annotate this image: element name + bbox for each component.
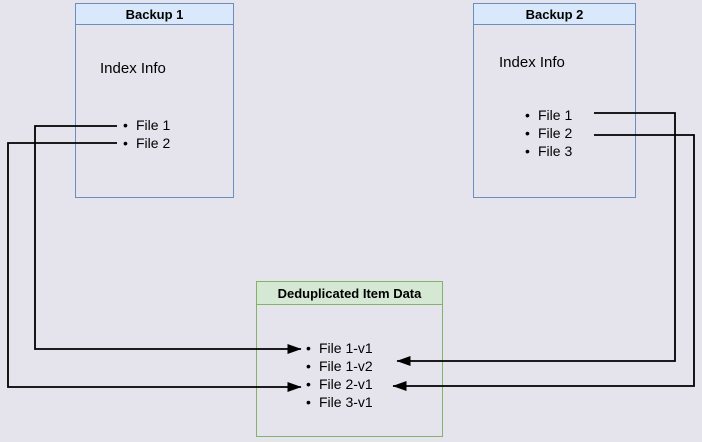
backup1-box: Backup 1 Index Info File 1File 2 xyxy=(75,3,234,198)
list-item: File 1 xyxy=(525,106,572,124)
list-item: File 3-v1 xyxy=(306,393,373,411)
list-item: File 2 xyxy=(123,134,170,152)
list-item: File 2-v1 xyxy=(306,375,373,393)
list-item: File 1 xyxy=(123,116,170,134)
dedup-title: Deduplicated Item Data xyxy=(277,285,422,301)
backup1-file-list: File 1File 2 xyxy=(123,116,170,152)
backup2-subtitle: Index Info xyxy=(499,54,565,71)
backup2-title: Backup 2 xyxy=(525,6,584,22)
backup2-header: Backup 2 xyxy=(474,4,635,25)
backup2-file-list: File 1File 2File 3 xyxy=(525,106,572,160)
dedup-file-list: File 1-v1File 1-v2File 2-v1File 3-v1 xyxy=(306,339,373,411)
dedup-box: Deduplicated Item Data File 1-v1File 1-v… xyxy=(256,281,443,437)
dedup-header: Deduplicated Item Data xyxy=(257,282,442,305)
backup1-subtitle: Index Info xyxy=(100,60,166,77)
list-item: File 2 xyxy=(525,124,572,142)
backup1-header: Backup 1 xyxy=(76,4,233,25)
list-item: File 3 xyxy=(525,142,572,160)
list-item: File 1-v1 xyxy=(306,339,373,357)
list-item: File 1-v2 xyxy=(306,357,373,375)
backup2-box: Backup 2 Index Info File 1File 2File 3 xyxy=(473,3,636,198)
backup1-title: Backup 1 xyxy=(125,6,184,22)
